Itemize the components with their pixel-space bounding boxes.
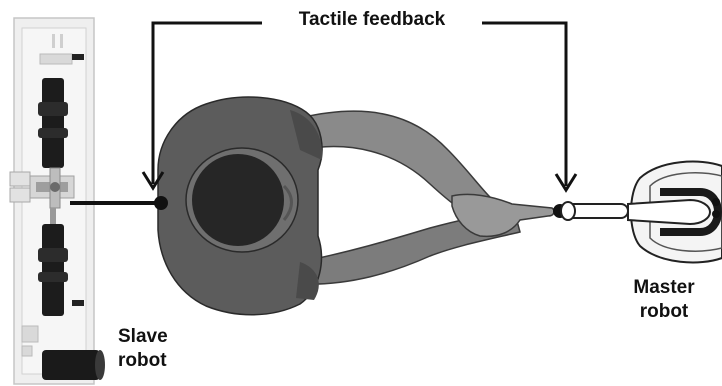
feedback-line-right (482, 23, 566, 186)
diagram-title: Tactile feedback (272, 9, 472, 31)
master-handle (628, 200, 710, 224)
base-motor (42, 350, 100, 380)
slave-contact-point (154, 196, 168, 210)
hair (192, 154, 284, 246)
slave-robot-label-line1: Slave (118, 325, 188, 349)
operator (158, 97, 554, 315)
master-robot-label: Master robot (614, 276, 714, 324)
master-robot-label-line2: robot (614, 300, 714, 324)
master-robot-label-line1: Master (614, 276, 714, 300)
hands (452, 194, 554, 236)
slave-robot-label: Slave robot (118, 325, 188, 373)
upper-actuator (42, 78, 64, 168)
slave-robot-label-line2: robot (118, 349, 188, 373)
master-robot (553, 162, 722, 263)
lower-actuator (42, 224, 64, 316)
